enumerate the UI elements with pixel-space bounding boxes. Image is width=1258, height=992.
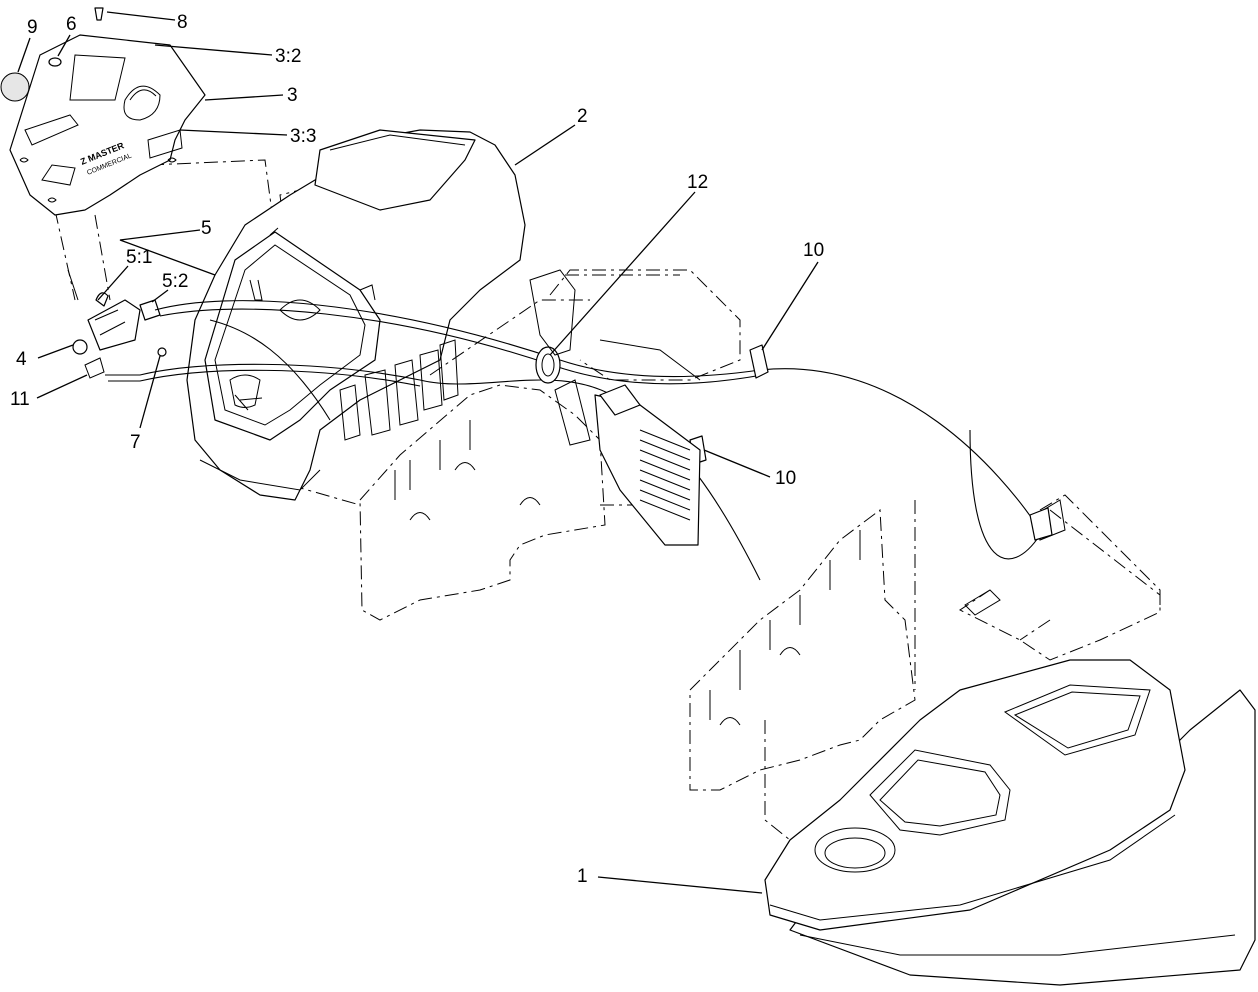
callout-3-3: 3:3 — [290, 126, 316, 147]
knob-9 — [0, 72, 30, 102]
seat-body — [764, 659, 1256, 986]
callout-3-2: 3:2 — [275, 46, 301, 67]
callout-10-lower: 10 — [775, 468, 796, 489]
screw-8 — [94, 7, 104, 21]
knob — [0, 7, 104, 102]
callout-10-upper: 10 — [803, 240, 824, 261]
clamp-rear — [1029, 507, 1053, 541]
right-mount-plate — [689, 509, 916, 791]
callout-4: 4 — [16, 349, 27, 370]
bolt-11 — [84, 357, 105, 379]
callout-5: 5 — [201, 218, 212, 239]
throttle-lever-assembly — [67, 269, 167, 379]
callout-2: 2 — [577, 106, 588, 127]
callout-11: 11 — [10, 389, 30, 410]
knob-4 — [72, 339, 88, 355]
control-panel: Z MASTER COMMERCIAL — [9, 34, 206, 216]
callout-12: 12 — [687, 172, 708, 193]
callout-labels: 9 6 8 3:2 3 3:3 2 12 10 5 5:1 5:2 4 11 7… — [10, 12, 824, 887]
console-housing — [186, 129, 526, 501]
callout-5-2: 5:2 — [162, 271, 188, 292]
cap-6 — [48, 57, 62, 67]
callout-9: 9 — [27, 17, 38, 38]
left-mount-plate — [359, 384, 606, 621]
callout-3: 3 — [287, 85, 298, 106]
callout-1: 1 — [577, 866, 588, 887]
rear-bracket — [959, 494, 1161, 661]
callout-6: 6 — [66, 14, 77, 35]
callout-7: 7 — [130, 432, 141, 453]
callout-5-1: 5:1 — [126, 247, 152, 268]
clamp-10-upper — [749, 344, 769, 379]
cable-clamps — [535, 344, 1053, 541]
grommet-12 — [535, 346, 561, 384]
callout-8: 8 — [177, 12, 188, 33]
center-module — [529, 269, 741, 546]
leader-lines — [17, 11, 819, 894]
cables — [105, 300, 1041, 581]
nut-7 — [157, 347, 167, 357]
